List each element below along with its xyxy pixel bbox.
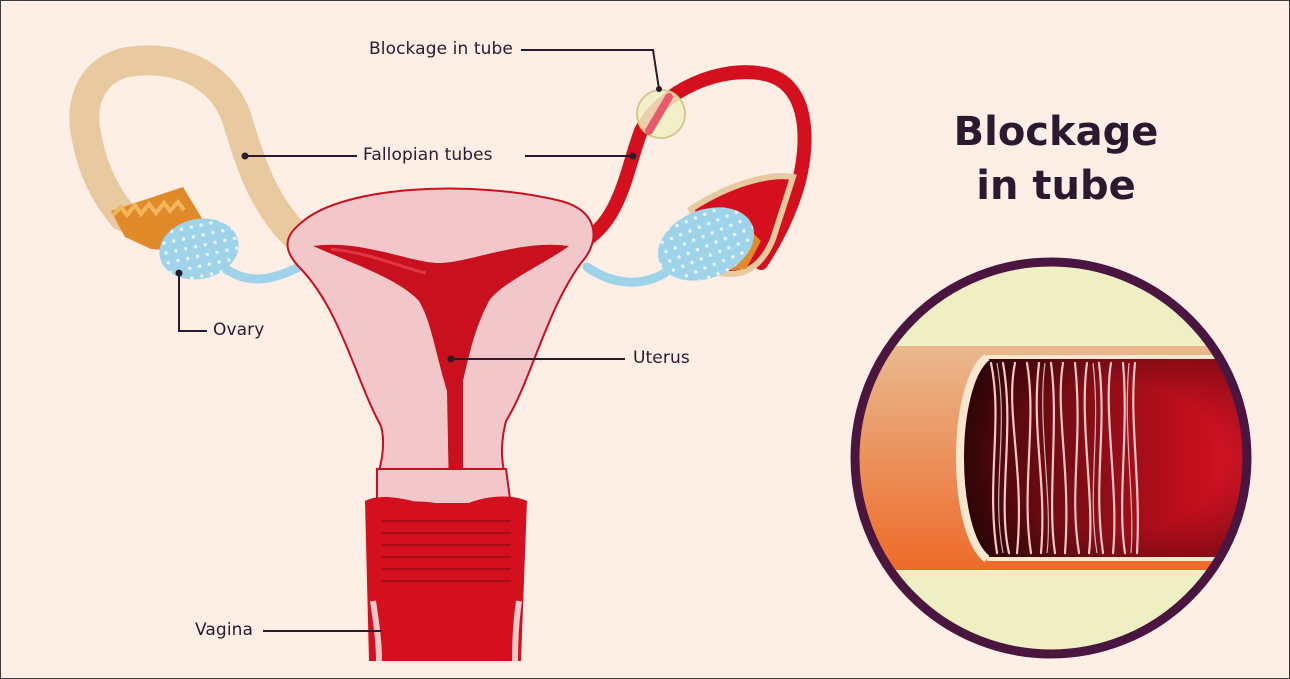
label-blockage-in-tube: Blockage in tube [369,39,513,59]
right-ovarian-ligament [587,267,665,282]
label-ovary: Ovary [213,320,264,340]
left-ovarian-ligament [226,265,303,279]
vagina [365,497,527,661]
leader-ovary [179,273,207,331]
heading-line-2: in tube [901,159,1211,213]
label-vagina: Vagina [195,620,253,640]
magnified-view-heading: Blockage in tube [901,105,1211,213]
label-fallopian-tubes: Fallopian tubes [363,145,493,165]
heading-line-1: Blockage [901,105,1211,159]
leader-blockage [521,50,659,89]
label-uterus: Uterus [633,348,690,368]
